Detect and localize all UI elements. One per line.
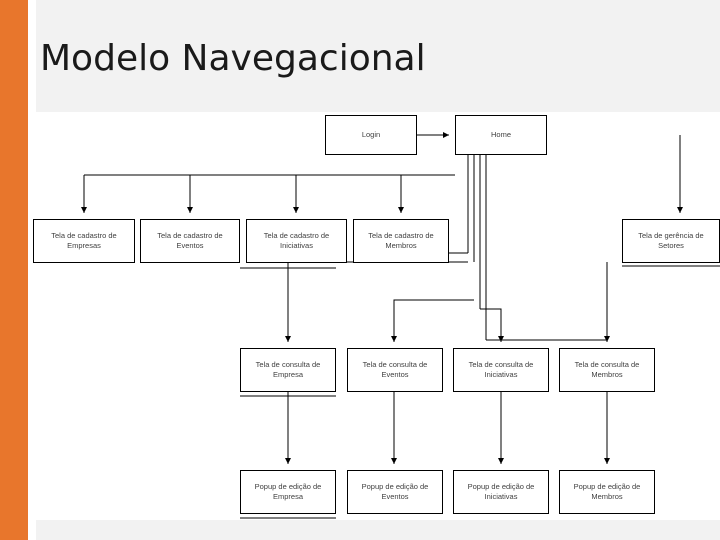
accent-bar [0,0,28,540]
node-cadastro-eventos[interactable]: Tela de cadastro de Eventos [140,219,240,263]
node-consulta-eventos[interactable]: Tela de consulta de Eventos [347,348,443,392]
node-consulta-membros[interactable]: Tela de consulta de Membros [559,348,655,392]
node-cadastro-empresas[interactable]: Tela de cadastro de Empresas [33,219,135,263]
header-band [0,0,720,112]
accent-bar-gap [28,0,36,540]
node-consulta-empresa[interactable]: Tela de consulta de Empresa [240,348,336,392]
node-consulta-iniciativas[interactable]: Tela de consulta de Iniciativas [453,348,549,392]
node-popup-iniciativas[interactable]: Popup de edição de Iniciativas [453,470,549,514]
footer-band [0,520,720,540]
node-popup-membros[interactable]: Popup de edição de Membros [559,470,655,514]
node-gerencia-setores[interactable]: Tela de gerência de Setores [622,219,720,263]
node-popup-empresa[interactable]: Popup de edição de Empresa [240,470,336,514]
page-title: Modelo Navegacional [40,38,426,79]
node-home[interactable]: Home [455,115,547,155]
node-cadastro-iniciativas[interactable]: Tela de cadastro de Iniciativas [246,219,347,263]
node-popup-eventos[interactable]: Popup de edição de Eventos [347,470,443,514]
node-login[interactable]: Login [325,115,417,155]
node-cadastro-membros[interactable]: Tela de cadastro de Membros [353,219,449,263]
